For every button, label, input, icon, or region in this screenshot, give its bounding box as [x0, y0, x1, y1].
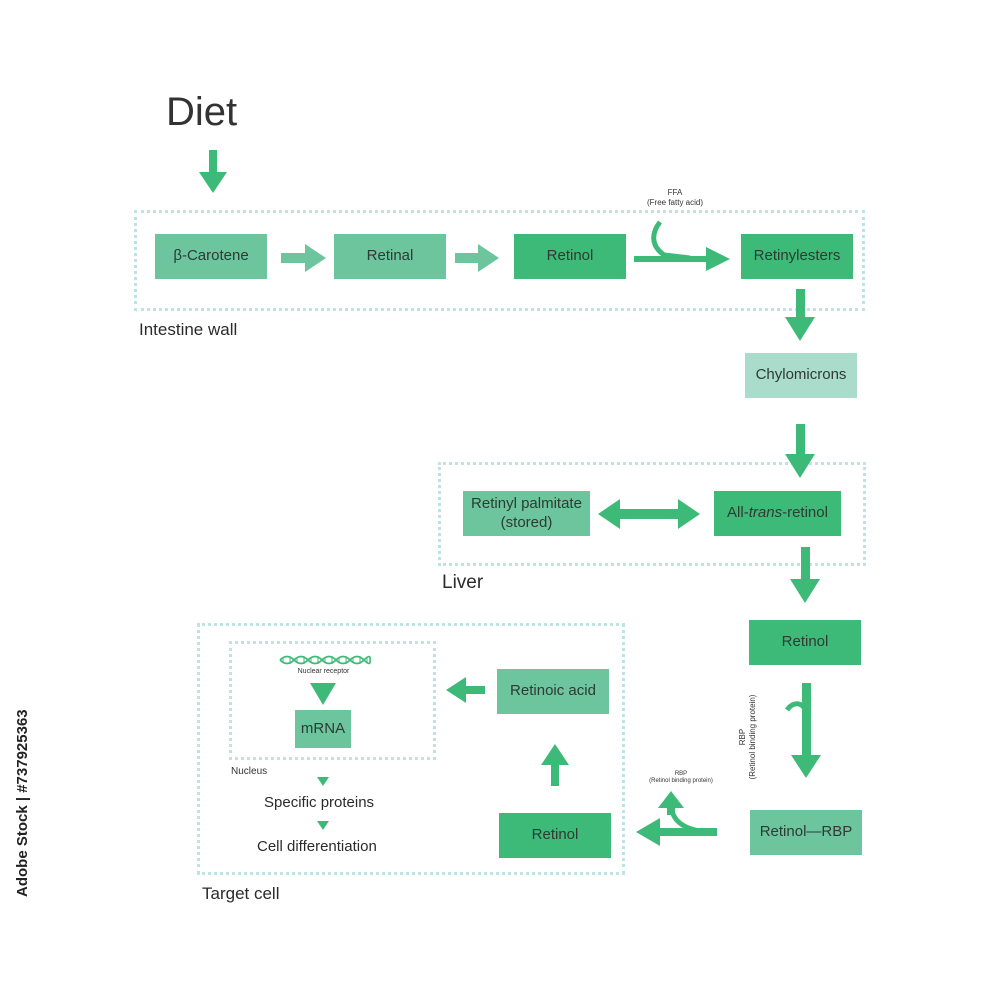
retinylesters-down-arrow	[785, 289, 815, 341]
mrna-to-proteins-triangle	[317, 777, 329, 786]
rbp-split-hook	[668, 804, 701, 834]
retinol-to-retinoic-arrow	[541, 744, 569, 786]
palmitate-retinol-double-arrow	[598, 499, 700, 529]
retinoic-acid-box: Retinoic acid	[497, 669, 609, 714]
rbp-small-label: RBP (Retinol binding protein)	[636, 771, 726, 785]
rbp-binding-hook	[784, 701, 810, 717]
liver-region	[438, 462, 866, 566]
retinyl-palmitate-stored-text: (stored)	[500, 513, 553, 531]
rbp-small-text: RBP	[674, 771, 688, 777]
all-trans-prefix: All-	[727, 504, 749, 522]
retinol-target-box: Retinol	[499, 813, 611, 858]
nucleus-label: Nucleus	[231, 766, 268, 777]
chylomicrons-box: Chylomicrons	[745, 353, 857, 398]
carotene-to-retinal-arrow	[281, 244, 326, 272]
diet-down-arrow	[199, 150, 227, 193]
cell-differentiation-label: Cell differentiation	[257, 838, 377, 855]
retinyl-palmitate-box: Retinyl palmitate (stored)	[463, 491, 590, 536]
all-trans-suffix: -retinol	[782, 504, 828, 522]
ffa-release-hook	[651, 220, 691, 261]
retinoic-to-nucleus-arrow	[446, 677, 485, 703]
retinol-to-rbp-arrow	[791, 683, 821, 778]
liver-label: Liver	[442, 572, 484, 593]
rbp-release-arrow	[658, 791, 684, 815]
liver-to-retinol-arrow	[790, 547, 820, 603]
intestine-wall-region	[134, 210, 865, 311]
receptor-to-mrna-triangle	[310, 683, 336, 705]
chylomicrons-down-arrow	[785, 424, 815, 478]
all-trans-italic: trans	[748, 504, 783, 522]
retinylesters-box: Retinylesters	[741, 234, 853, 279]
retinyl-palmitate-text: Retinyl palmitate	[471, 494, 582, 512]
beta-carotene-box: β-Carotene	[155, 234, 267, 279]
retinal-to-retinol-arrow	[455, 244, 499, 272]
rbp-small-full-text: (Retinol binding protein)	[649, 778, 713, 785]
ffa-text: FFA	[667, 188, 683, 197]
target-cell-region	[197, 623, 625, 875]
retinol-blood-box: Retinol	[749, 620, 861, 665]
dna-helix-icon	[279, 655, 371, 665]
proteins-to-differentiation-triangle	[317, 821, 329, 830]
target-cell-label: Target cell	[202, 884, 280, 903]
mrna-box: mRNA	[295, 710, 351, 748]
nucleus-region	[229, 641, 436, 760]
retinol-intestine-box: Retinol	[514, 234, 626, 279]
nuclear-receptor-label: Nuclear receptor	[297, 668, 350, 675]
retinol-rbp-box: Retinol—RBP	[750, 810, 862, 855]
retinal-box: Retinal	[334, 234, 446, 279]
specific-proteins-label: Specific proteins	[264, 794, 375, 811]
diet-title: Diet	[166, 90, 238, 134]
rbp-to-target-arrow	[636, 818, 717, 846]
ffa-label: FFA (Free fatty acid)	[620, 188, 730, 207]
ffa-full-text: (Free fatty acid)	[646, 197, 703, 207]
intestine-wall-label: Intestine wall	[139, 320, 238, 339]
all-trans-retinol-box: All-trans-retinol	[714, 491, 841, 536]
